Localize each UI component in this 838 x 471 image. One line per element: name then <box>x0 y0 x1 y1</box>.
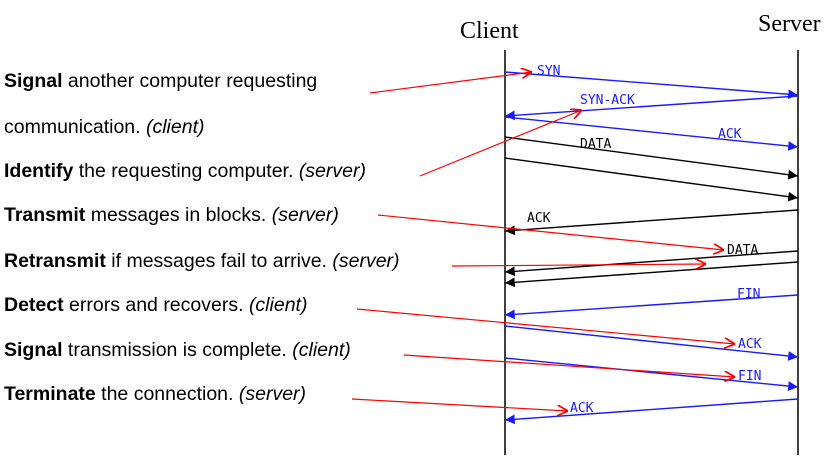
message-label: DATA <box>727 243 758 258</box>
message-arrow <box>504 136 799 180</box>
statement-role: (client) <box>145 116 205 138</box>
pointer-arrow <box>419 110 582 177</box>
statement-text: communication. <box>4 116 146 138</box>
statement-terminate: Terminate the connection. (server) <box>4 383 307 405</box>
pointers-layer <box>351 72 735 411</box>
message-arrow <box>504 71 799 100</box>
statement-text: the requesting computer. <box>73 160 299 182</box>
message-label: FIN <box>738 369 761 384</box>
statement-text: errors and recovers. <box>63 294 249 316</box>
statement-signal-request: Signal another computer requesting <box>4 70 318 92</box>
messages-layer: SYN SYN-ACK ACK DATA ACK DATA FIN ACK FIN ACK <box>504 64 799 425</box>
statement-text: if messages fail to arrive. <box>105 250 333 272</box>
server-title: Server <box>758 11 821 37</box>
statement-role: (client) <box>248 294 308 316</box>
message-label: FIN <box>737 287 760 302</box>
statement-text: the connection. <box>95 383 239 405</box>
statement-communication: communication. (client) <box>4 116 205 138</box>
statement-keyword: Transmit <box>4 204 86 226</box>
statement-detect: Detect errors and recovers. (client) <box>4 294 308 316</box>
pointer-arrow <box>403 354 735 377</box>
message-arrow <box>504 325 799 361</box>
statement-role: (server) <box>298 160 366 182</box>
statement-role: (client) <box>292 339 351 361</box>
message-arrow <box>504 95 799 121</box>
message-arrow <box>504 157 799 202</box>
message-arrow <box>504 294 799 320</box>
message-label: SYN-ACK <box>580 93 635 108</box>
statement-role: (server) <box>332 250 400 272</box>
message-label: SYN <box>537 64 560 79</box>
message-arrow <box>504 357 799 391</box>
statement-text: another computer requesting <box>62 70 318 92</box>
statement-keyword: Identify <box>4 160 74 182</box>
message-arrow <box>504 250 799 277</box>
pointer-arrow <box>351 398 568 411</box>
message-label: ACK <box>738 337 762 352</box>
message-label: ACK <box>527 211 551 226</box>
statement-keyword: Detect <box>4 294 64 316</box>
statement-identify: Identify the requesting computer. (serve… <box>4 160 366 182</box>
message-arrow <box>504 398 799 425</box>
pointer-arrow <box>451 264 706 266</box>
statement-role: (server) <box>238 383 307 405</box>
statement-transmit: Transmit messages in blocks. (server) <box>4 204 339 226</box>
statement-retransmit: Retransmit if messages fail to arrive. (… <box>4 250 400 272</box>
pointer-arrow <box>356 308 735 344</box>
statement-text: transmission is complete. <box>62 339 293 361</box>
statement-keyword: Retransmit <box>4 250 106 272</box>
statement-keyword: Terminate <box>4 383 96 405</box>
statement-keyword: Signal <box>4 339 63 361</box>
pointer-arrow <box>369 72 532 94</box>
statement-keyword: Signal <box>4 70 63 92</box>
message-label: ACK <box>570 401 594 416</box>
statement-text: messages in blocks. <box>85 204 272 226</box>
pointer-arrow <box>377 214 724 250</box>
statement-signal-complete: Signal transmission is complete. (client… <box>4 339 351 361</box>
message-arrow <box>504 261 799 288</box>
message-label: DATA <box>580 137 611 152</box>
statement-role: (server) <box>271 204 339 226</box>
message-arrow <box>504 209 799 236</box>
message-label: ACK <box>718 127 742 142</box>
client-title: Client <box>460 18 519 44</box>
